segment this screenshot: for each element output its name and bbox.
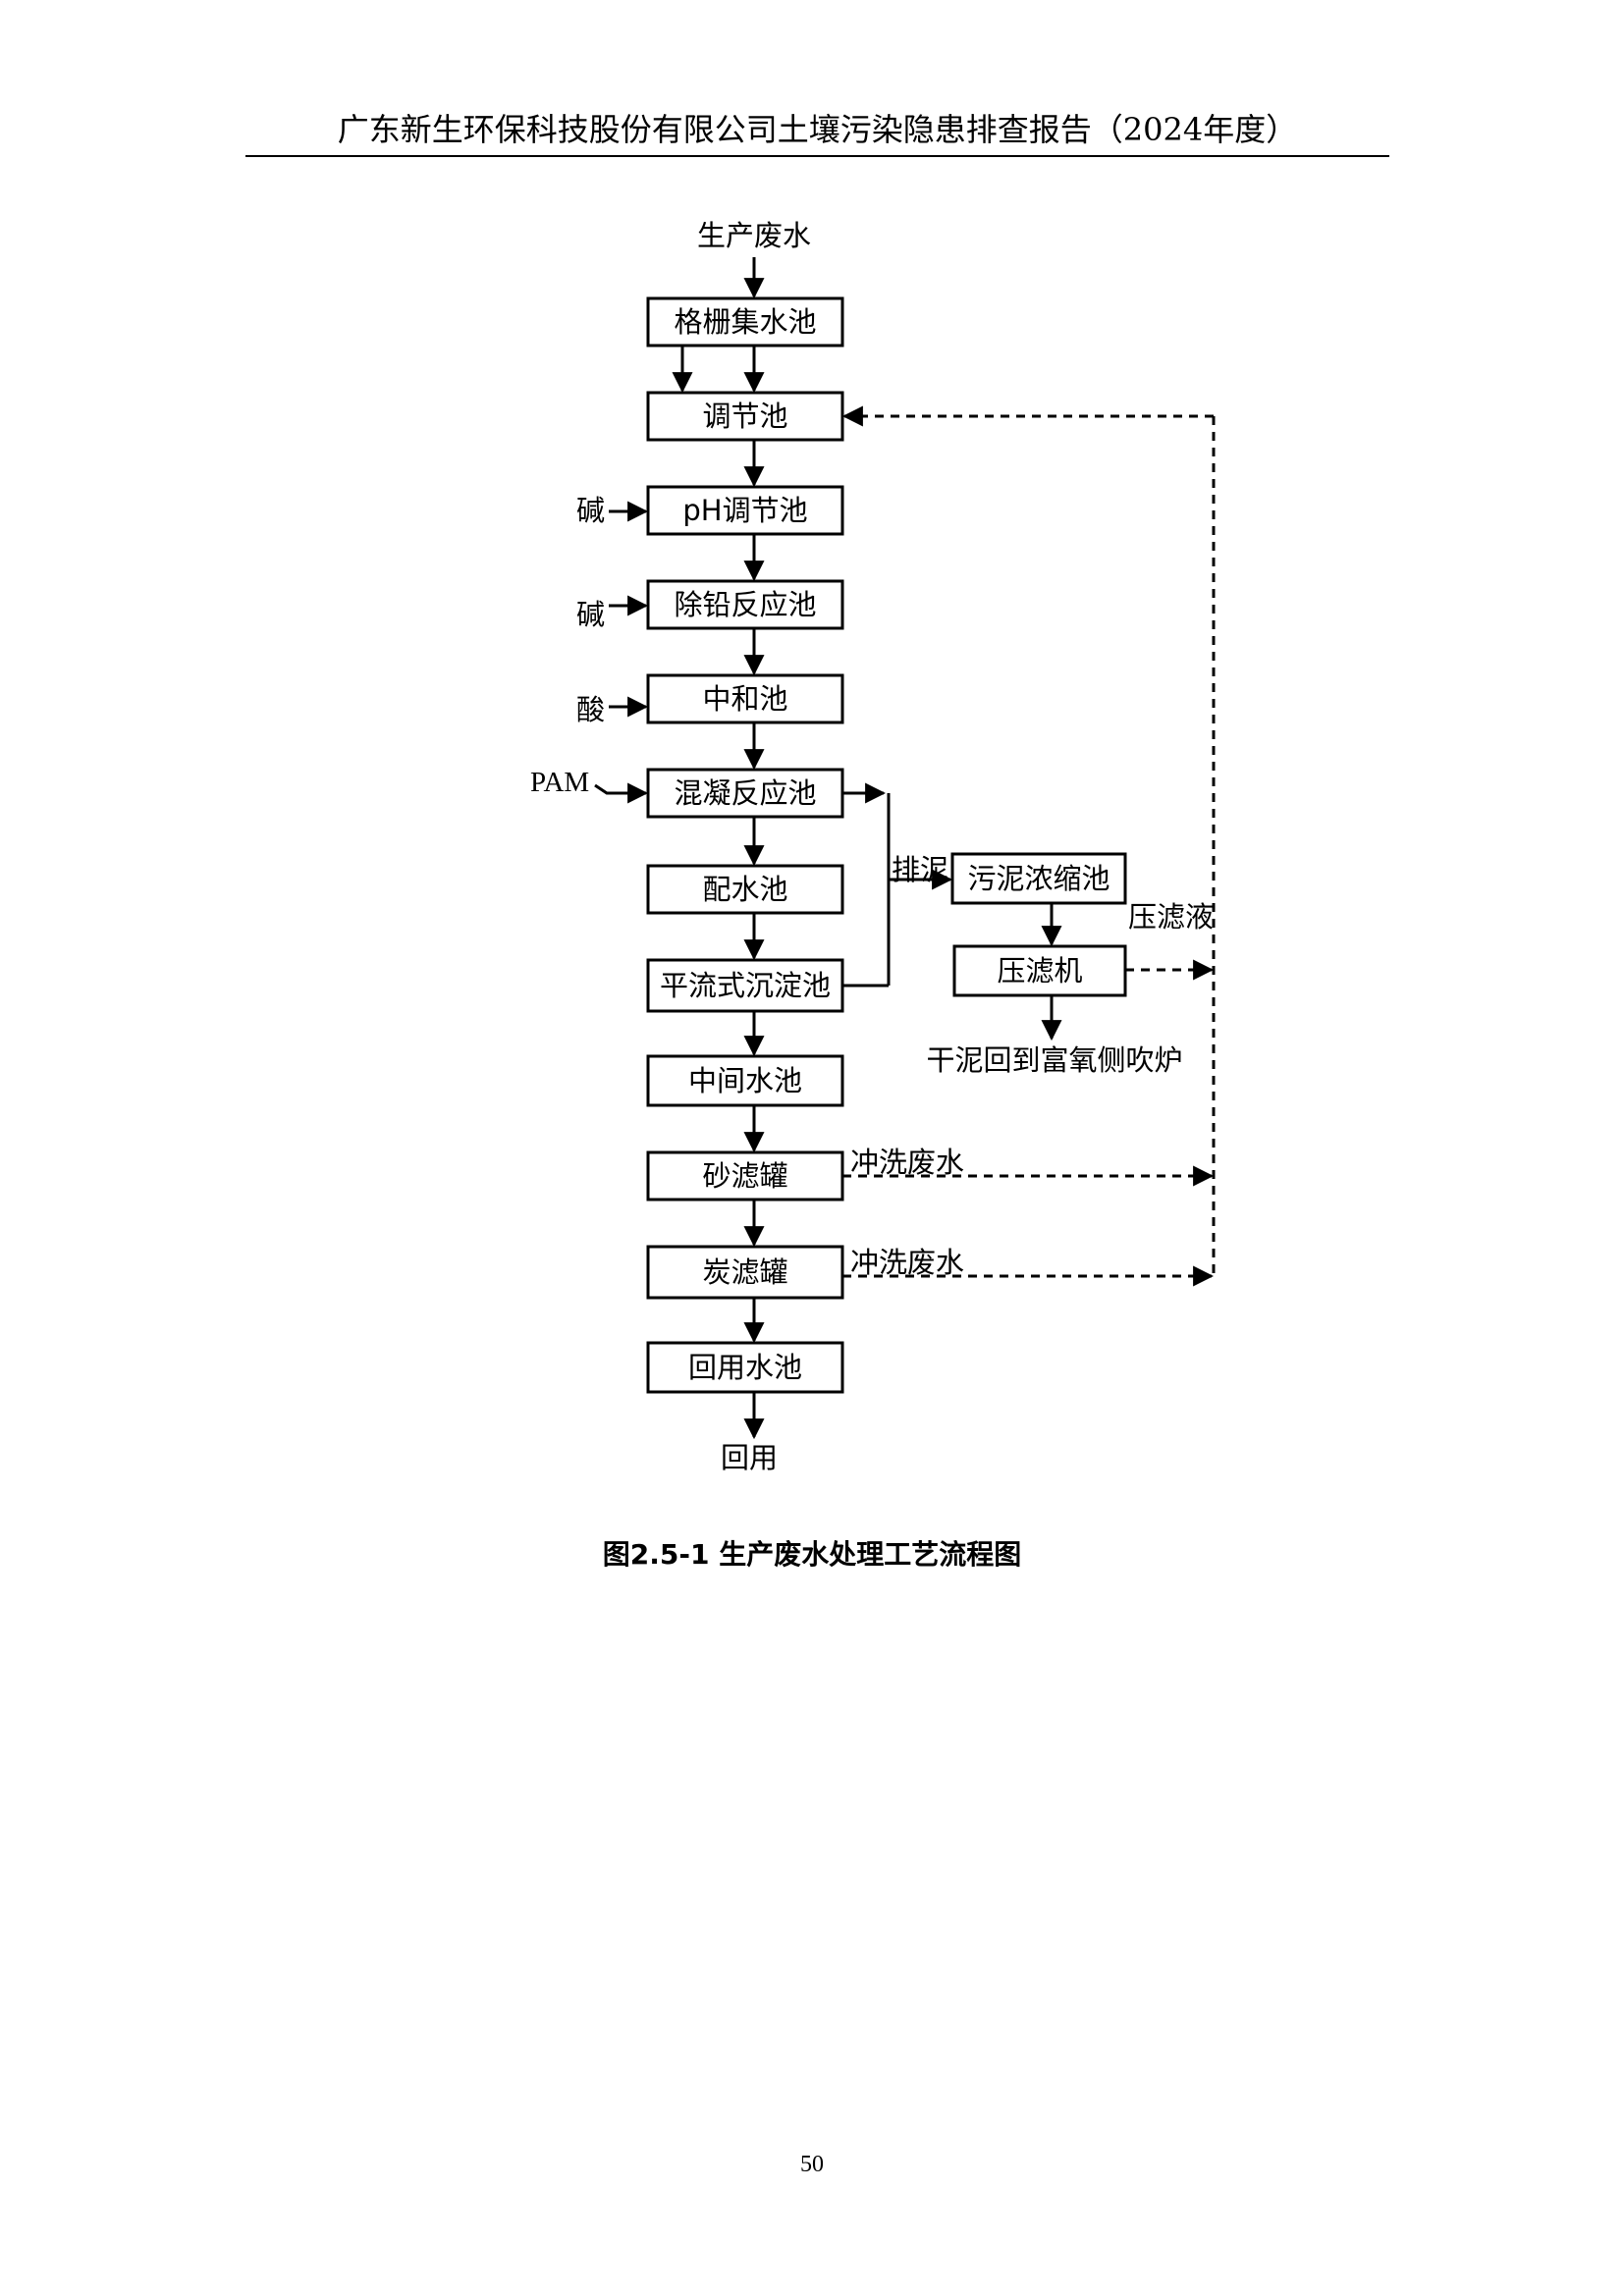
step-carbon-filter: 炭滤罐 xyxy=(646,1245,844,1300)
filtrate-label: 压滤液 xyxy=(1128,900,1214,934)
step-label: 压滤机 xyxy=(997,954,1082,988)
step-intermediate-tank: 中间水池 xyxy=(646,1054,844,1107)
step-label: 污泥浓缩池 xyxy=(967,862,1110,895)
step-label: 混凝反应池 xyxy=(674,776,816,810)
dry-sludge-label: 干泥回到富氧侧吹炉 xyxy=(926,1043,1182,1077)
step-label: pH调节池 xyxy=(682,494,807,527)
step-lead-removal-tank: 除铅反应池 xyxy=(646,579,844,630)
step-equalization-tank: 调节池 xyxy=(646,391,844,442)
step-reuse-tank: 回用水池 xyxy=(646,1341,844,1394)
step-neutralization-tank: 中和池 xyxy=(646,673,844,724)
header-rule xyxy=(245,155,1389,157)
dosing-label-pam: PAM xyxy=(530,767,589,798)
figure-caption: 图2.5-1 生产废水处理工艺流程图 xyxy=(602,1538,1022,1571)
step-label: 除铅反应池 xyxy=(674,588,816,621)
step-coagulation-tank: 混凝反应池 xyxy=(646,768,844,819)
step-sedimentation-tank: 平流式沉淀池 xyxy=(646,958,844,1013)
step-label: 回用水池 xyxy=(688,1351,802,1384)
step-sand-filter: 砂滤罐 xyxy=(646,1150,844,1201)
step-sludge-thickener: 污泥浓缩池 xyxy=(950,852,1127,905)
step-ph-adjust-tank: pH调节池 xyxy=(646,485,844,536)
carbon-backwash-label: 冲洗废水 xyxy=(850,1246,964,1279)
sand-backwash-label: 冲洗废水 xyxy=(850,1146,964,1179)
page-number: 50 xyxy=(800,2152,824,2177)
step-filter-press: 压滤机 xyxy=(952,944,1127,997)
step-label: 平流式沉淀池 xyxy=(660,969,831,1002)
output-label: 回用 xyxy=(721,1441,778,1474)
step-label: 中间水池 xyxy=(688,1064,802,1097)
step-label: 中和池 xyxy=(702,682,787,716)
step-label: 砂滤罐 xyxy=(702,1159,787,1193)
sludge-discharge-label: 排泥 xyxy=(892,853,948,886)
step-label: 调节池 xyxy=(702,400,787,433)
dosing-label-alkali: 碱 xyxy=(576,598,605,631)
step-label: 炭滤罐 xyxy=(702,1255,787,1289)
step-label: 配水池 xyxy=(702,873,787,906)
step-grid-sump: 格栅集水池 xyxy=(646,296,844,347)
dosing-label-acid: 酸 xyxy=(576,693,605,726)
page-header: 广东新生环保科技股份有限公司土壤污染隐患排查报告（2024年度） xyxy=(337,111,1298,148)
dosing-label-alkali: 碱 xyxy=(576,494,605,527)
step-distribution-tank: 配水池 xyxy=(646,864,844,915)
input-label: 生产废水 xyxy=(697,219,811,252)
arrow-dosing xyxy=(594,782,649,804)
step-label: 格栅集水池 xyxy=(674,305,816,339)
